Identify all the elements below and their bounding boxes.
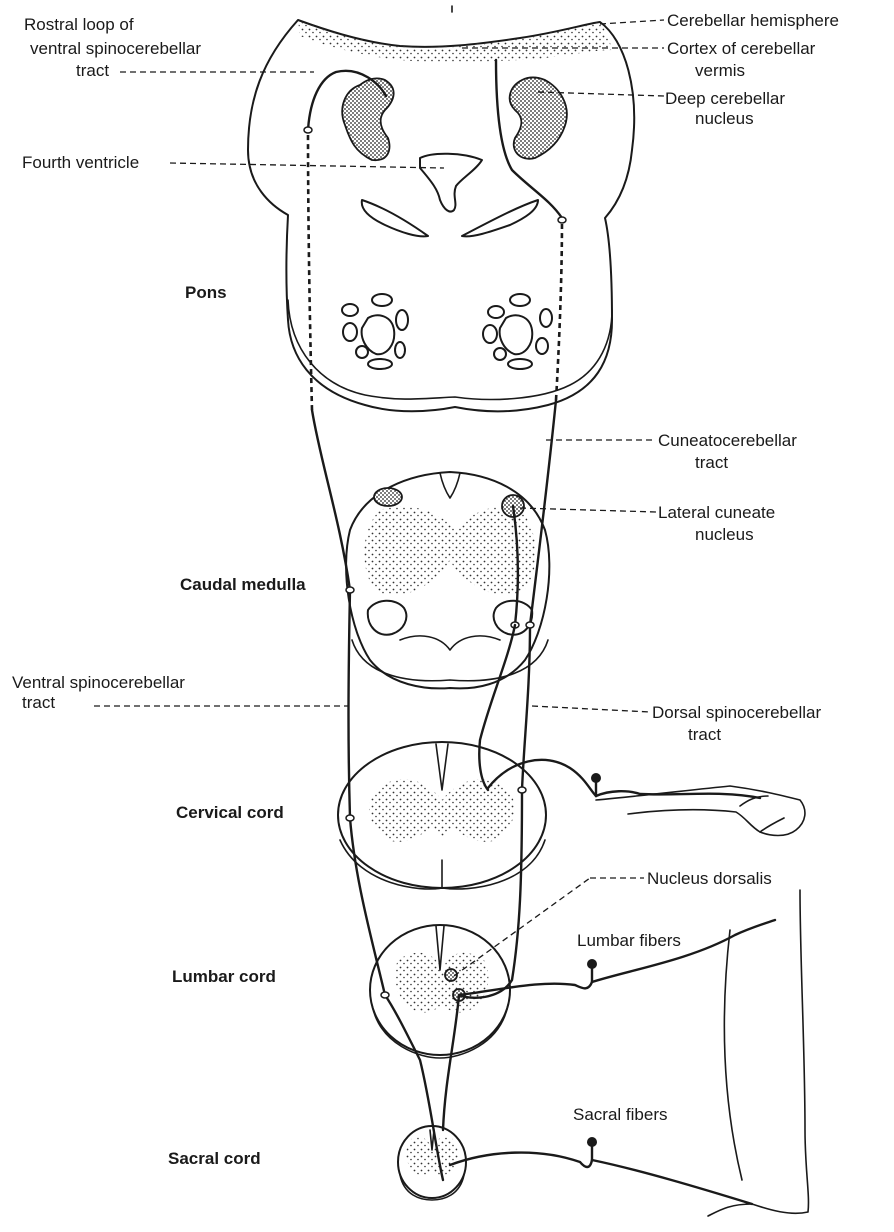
label-deep-nucleus-line1: Deep cerebellar (665, 89, 785, 108)
label-deep-nucleus-line2: nucleus (695, 109, 754, 128)
label-cortex-vermis-line1: Cortex of cerebellar (667, 39, 816, 58)
nucleus-dorsalis-nucleus (444, 968, 458, 982)
cuneatocerebellar-tract-path (478, 504, 520, 792)
label-sacral-fibers: Sacral fibers (573, 1105, 667, 1124)
level-label-caudal-medulla: Caudal medulla (180, 575, 306, 594)
label-lateral-cuneate-line1: Lateral cuneate (658, 503, 775, 522)
label-cerebellar-hemisphere: Cerebellar hemisphere (667, 11, 839, 30)
sacral-afferent-fiber (448, 1137, 754, 1206)
dorsal-root-lumbar-to-medulla (441, 993, 461, 1132)
level-label-cervical-cord: Cervical cord (176, 803, 284, 822)
label-cortex-vermis-line2: vermis (695, 61, 745, 80)
label-cuneatocerebellar-line2: tract (695, 453, 728, 472)
cerebellum-pons-section (247, 5, 636, 413)
label-dorsal-sc-line2: tract (688, 725, 721, 744)
level-label-sacral-cord: Sacral cord (168, 1149, 261, 1168)
pontine-nuclei-right (482, 293, 553, 370)
lumbar-afferent-fiber (457, 918, 777, 997)
label-lumbar-fibers: Lumbar fibers (577, 931, 681, 950)
ventral-spinocerebellar-tract-path (303, 69, 445, 1182)
annotation-labels: Cerebellar hemisphere Cortex of cerebell… (12, 11, 839, 1124)
label-rostral-loop-line3: tract (76, 61, 109, 80)
label-nucleus-dorsalis: Nucleus dorsalis (647, 869, 772, 888)
cervical-afferent-fiber (486, 758, 762, 800)
cervical-cord-section (337, 741, 547, 890)
limb-outline (595, 785, 810, 1217)
caudal-medulla-section (345, 471, 551, 690)
label-cuneatocerebellar-line1: Cuneatocerebellar (658, 431, 797, 450)
dorsal-spinocerebellar-tract-path (457, 58, 567, 999)
label-fourth-ventricle: Fourth ventricle (22, 153, 139, 172)
label-lateral-cuneate-line2: nucleus (695, 525, 754, 544)
deep-cerebellar-nucleus-left (341, 77, 395, 162)
label-dorsal-sc-line1: Dorsal spinocerebellar (652, 703, 821, 722)
deep-cerebellar-nucleus-right (508, 76, 568, 160)
label-ventral-sc-line2: tract (22, 693, 55, 712)
leader-lines (94, 19, 665, 977)
level-labels: Pons Caudal medulla Cervical cord Lumbar… (168, 283, 306, 1168)
level-label-lumbar-cord: Lumbar cord (172, 967, 276, 986)
pontine-nuclei-left (341, 293, 409, 370)
label-rostral-loop-line2: ventral spinocerebellar (30, 39, 201, 58)
level-label-pons: Pons (185, 283, 227, 302)
label-ventral-sc-line1: Ventral spinocerebellar (12, 673, 185, 692)
sacral-cord-section (397, 1125, 467, 1201)
label-rostral-loop-line1: Rostral loop of (24, 15, 134, 34)
